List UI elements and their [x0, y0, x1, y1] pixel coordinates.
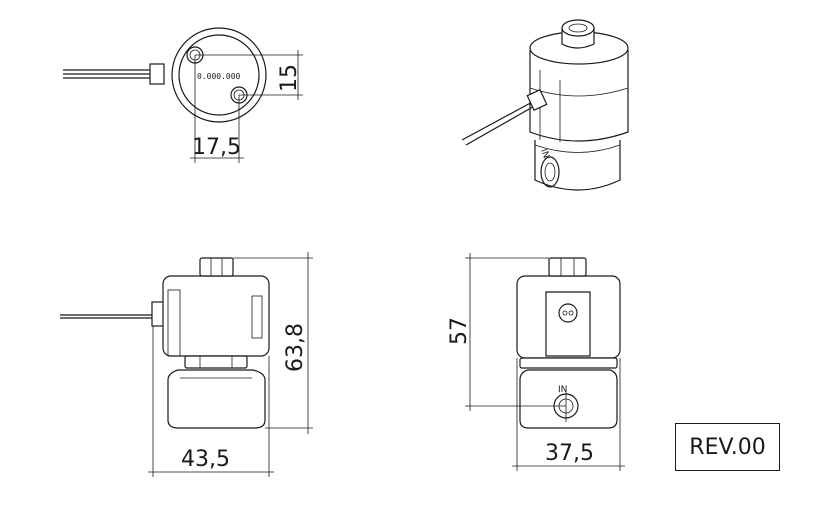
side-view-dim-width: 43,5 [148, 326, 274, 477]
top-view-dim-width-text: 17,5 [192, 135, 241, 160]
side-view-nut [199, 257, 234, 277]
top-view-wires [63, 63, 165, 85]
side-view-dim-width-text: 43,5 [181, 447, 230, 472]
iso-view: IN [461, 19, 629, 191]
front-view-port-label: IN [558, 385, 567, 395]
top-view-dim-height: 15 [195, 50, 303, 100]
side-view-coil [162, 275, 270, 357]
front-view-lower-body [519, 369, 618, 429]
top-view-dim-height-text: 15 [277, 64, 302, 92]
front-view-dim-height-text: 57 [447, 317, 472, 345]
front-view-dim-width-text: 37,5 [545, 441, 594, 466]
side-view-dim-height-text: 63,8 [283, 323, 308, 372]
top-view-dim-width: 17,5 [190, 55, 244, 163]
top-view-part-label: 0.000.000 [197, 72, 241, 81]
revision-box: REV.00 [675, 423, 780, 471]
front-view-dim-width: 37,5 [512, 358, 625, 471]
front-view-nut [548, 257, 587, 277]
top-view-outer-circle [171, 27, 267, 123]
iso-wires [461, 88, 548, 146]
front-view-terminal [558, 303, 578, 323]
iso-port-label: IN [538, 148, 551, 160]
front-view-dim-height: 57 [447, 253, 566, 411]
side-view-lower-body [167, 369, 266, 429]
top-view: 0.000.000 15 17,5 [63, 27, 303, 163]
side-view-dim-height: 63,8 [233, 252, 313, 434]
iso-port [540, 156, 560, 188]
top-view-inner-circle [178, 34, 260, 116]
side-view: 63,8 43,5 [60, 252, 313, 477]
revision-label: REV.00 [689, 434, 766, 460]
front-view: IN 57 37,5 [447, 253, 625, 471]
